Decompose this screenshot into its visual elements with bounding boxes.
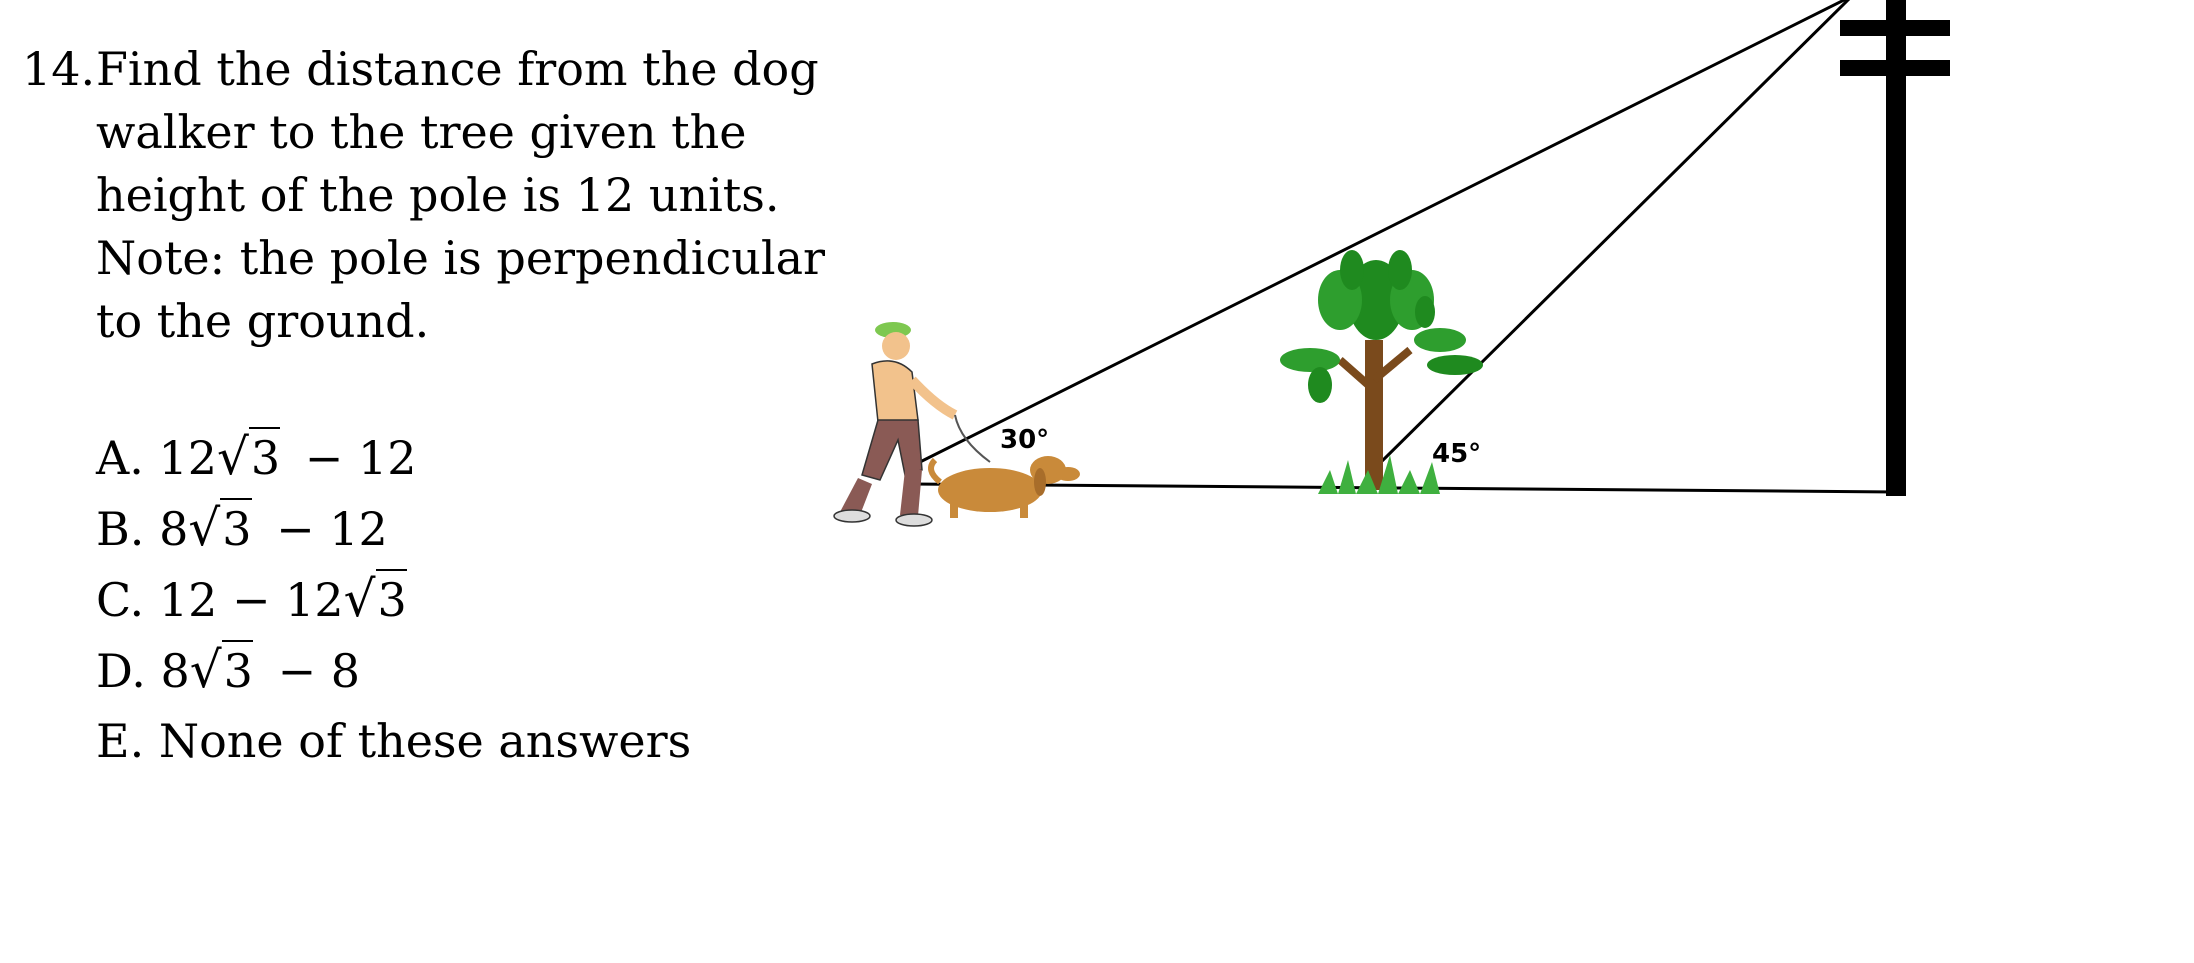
choice-letter: E. bbox=[96, 714, 145, 768]
radicand: 3 bbox=[248, 427, 281, 485]
angle-label-walker: 30° bbox=[1000, 425, 1049, 455]
choice-post: − 12 bbox=[276, 502, 388, 556]
choice-e[interactable]: E. None of these answers bbox=[96, 706, 691, 776]
radicand: 3 bbox=[375, 569, 407, 627]
choice-c[interactable]: C. 12 − 12√3 bbox=[96, 564, 691, 635]
question-line: walker to the tree given the bbox=[96, 105, 747, 159]
radical-sign: √ bbox=[217, 428, 249, 486]
question-line: Note: the pole is perpendicular bbox=[96, 231, 825, 285]
choice-pre: 12 bbox=[158, 431, 218, 485]
choice-post: − 12 bbox=[304, 431, 417, 485]
tree-icon bbox=[1280, 250, 1483, 494]
question-line: Find the distance from the dog bbox=[96, 42, 819, 96]
radicand: 3 bbox=[220, 498, 252, 556]
choice-b[interactable]: B. 8√3 − 12 bbox=[96, 493, 691, 564]
sqrt-expression: √3 bbox=[217, 422, 281, 493]
answer-choices: A. 12√3 − 12 B. 8√3 − 12 C. 12 − 12√3 D.… bbox=[96, 422, 691, 776]
choice-post: − 8 bbox=[277, 644, 360, 698]
dog-walker-icon bbox=[833, 322, 991, 527]
choice-pre: 8 bbox=[160, 644, 190, 698]
choice-d[interactable]: D. 8√3 − 8 bbox=[96, 635, 691, 706]
question-line: height of the pole is 12 units. bbox=[96, 168, 780, 222]
sight-line-to-pole-top bbox=[911, 0, 1848, 468]
question-number: 14. bbox=[22, 42, 96, 96]
sqrt-expression: √3 bbox=[344, 564, 407, 635]
choice-letter: A. bbox=[96, 431, 144, 485]
radical-sign: √ bbox=[343, 570, 376, 628]
question-line: to the ground. bbox=[96, 294, 430, 348]
sqrt-expression: √3 bbox=[188, 493, 252, 564]
question-text: Find the distance from the dog walker to… bbox=[96, 38, 825, 353]
choice-letter: D. bbox=[96, 644, 146, 698]
sight-line-tree-to-pole-top bbox=[1375, 0, 1851, 468]
choice-pre: 8 bbox=[159, 502, 189, 556]
choice-letter: C. bbox=[96, 573, 145, 627]
choice-text: None of these answers bbox=[158, 714, 692, 768]
radical-sign: √ bbox=[189, 641, 222, 699]
angle-label-tree: 45° bbox=[1432, 439, 1481, 469]
utility-pole bbox=[1840, 0, 1950, 496]
choice-letter: B. bbox=[96, 502, 145, 556]
radicand: 3 bbox=[221, 640, 253, 698]
choice-pre: 12 − 12 bbox=[158, 573, 344, 627]
radical-sign: √ bbox=[188, 499, 221, 557]
dog-icon bbox=[928, 456, 1080, 518]
sqrt-expression: √3 bbox=[190, 635, 253, 706]
choice-a[interactable]: A. 12√3 − 12 bbox=[96, 422, 691, 493]
